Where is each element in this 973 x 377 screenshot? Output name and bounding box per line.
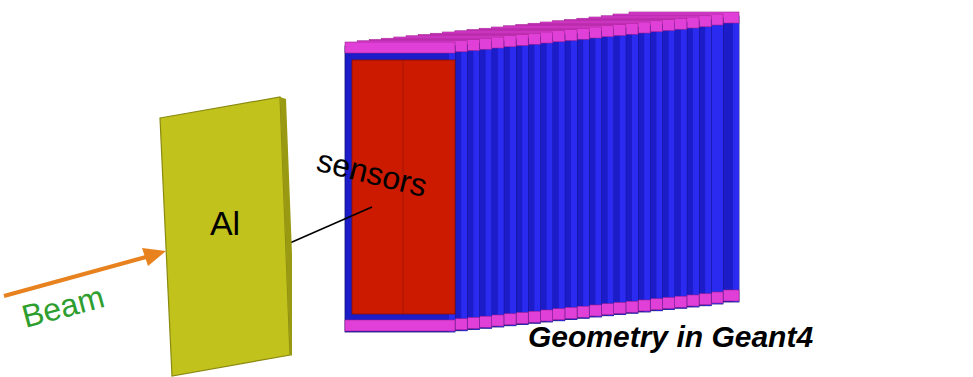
plate-edge [547,36,553,322]
leader-line [283,207,372,246]
plate-shape [160,97,290,376]
plate-edge [644,26,650,312]
arrowhead [142,248,166,266]
plate-edge [280,97,292,357]
plate-edge [632,27,638,313]
top-frame [345,42,455,53]
plate-edge [498,41,504,327]
plate-edge [681,22,687,308]
plate-edge [620,29,626,315]
plate-edge [656,25,662,311]
plate-edge [693,21,699,307]
plate-edge [583,32,589,318]
plate-edge [486,42,492,328]
plate-edge [608,30,614,316]
plate-edge [595,31,601,317]
plate-edge [669,24,675,310]
plate-edge [705,20,711,306]
bottom-frame [345,320,455,331]
plate-edge [510,40,516,326]
plate-edge [571,34,577,320]
plate-edge [733,16,739,302]
material-label: Al [210,204,240,243]
plate-edge [473,44,479,330]
plate-edge [522,39,528,325]
plate-edge [461,45,467,331]
plate-edge [534,37,540,323]
al-plate: Al [158,96,292,377]
caption: Geometry in Geant4 [528,320,813,354]
plate-edge [559,35,565,321]
